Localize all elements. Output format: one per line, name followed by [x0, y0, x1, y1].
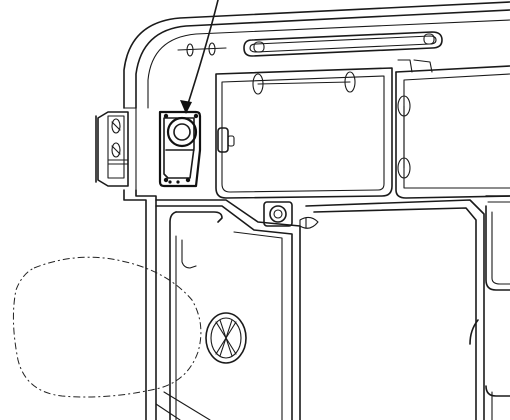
filler-cap-assembly [158, 110, 235, 188]
housing-outer-contour [123, 1, 510, 420]
centerline-marker [177, 42, 227, 57]
lower-left-compartment [169, 211, 283, 420]
center-port [263, 201, 319, 229]
right-lower-panels [469, 205, 510, 420]
top-handle-slot [243, 31, 443, 57]
round-vent-icon [205, 312, 247, 364]
middle-rib [155, 195, 510, 420]
callout-leader-arrow [180, 0, 219, 114]
side-latch-bracket [95, 107, 137, 197]
right-access-panel [395, 59, 510, 199]
bottom-detail-lines [155, 391, 211, 420]
phantom-outline [12, 256, 202, 398]
upper-access-panel [215, 67, 393, 199]
